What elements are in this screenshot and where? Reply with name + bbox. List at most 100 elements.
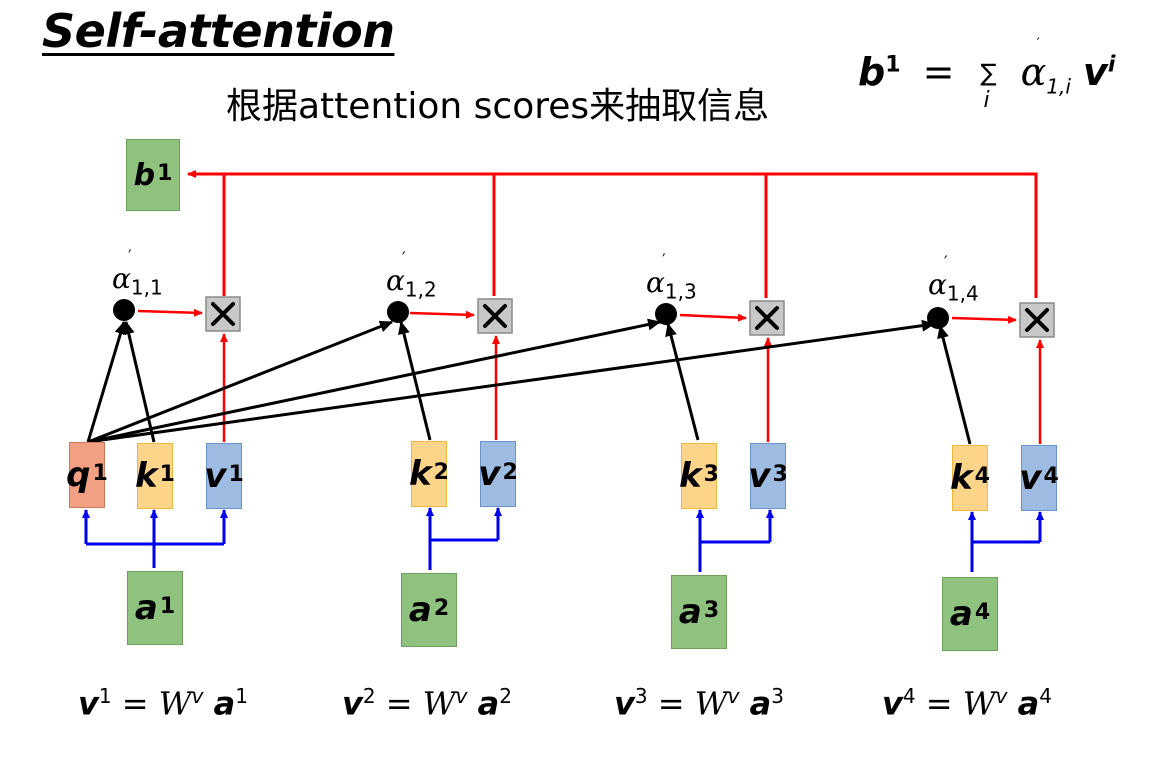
eq3-W: W xyxy=(694,684,728,723)
key-k3-label: k xyxy=(679,456,702,496)
eq4-a-sup: 4 xyxy=(1039,684,1052,708)
eq2-W: W xyxy=(422,684,456,723)
value-v2-label: v xyxy=(478,454,501,494)
alpha-1-4-label: α′1,4 xyxy=(928,252,979,306)
eq1-W: W xyxy=(158,684,192,723)
alpha-1-3-label: α′ 1,3 xyxy=(646,250,697,304)
input-a1-sup: 1 xyxy=(159,593,176,619)
key-k1-sup: 1 xyxy=(159,461,175,487)
eq3-equals: = xyxy=(657,684,685,723)
alpha-1-3-prime: ′ xyxy=(662,250,666,269)
score-arrows xyxy=(86,318,972,445)
alpha-1-2-prime: ′ xyxy=(402,248,406,267)
eq3-a-sup: 3 xyxy=(771,684,784,708)
eq2-W-sup: v xyxy=(455,684,468,708)
equation-v3: v3 = Wv a3 xyxy=(614,684,784,723)
key-k2-label: k xyxy=(409,454,432,494)
formula-lhs: b xyxy=(858,50,886,94)
sum-lines xyxy=(187,170,1038,298)
formula-lhs-sup: 1 xyxy=(885,52,901,78)
eq1-lhs-sup: 1 xyxy=(98,684,112,708)
alpha-1-2-label: α′ 1,2 xyxy=(386,248,437,302)
output-b1-label: b xyxy=(133,157,156,193)
key-k4-label: k xyxy=(950,458,973,498)
multiply-boxes xyxy=(205,296,1055,338)
score-dot-3 xyxy=(655,303,677,325)
alpha-1-1-symbol: α xyxy=(112,262,131,295)
eq2-a: a xyxy=(477,684,500,723)
input-a4-sup: 4 xyxy=(974,599,991,625)
score-dot-1 xyxy=(113,299,135,321)
query-q1-sup: 1 xyxy=(92,460,108,486)
value-v2-sup: 2 xyxy=(502,459,518,485)
input-a3-sup: 3 xyxy=(703,597,720,623)
formula-equals: = xyxy=(922,50,955,94)
eq1-equals: = xyxy=(121,684,149,723)
formula-alpha: α xyxy=(1020,50,1047,94)
alpha-1-1-prime: ′ xyxy=(128,246,132,265)
formula-alpha-prime: ′ xyxy=(1036,36,1040,52)
input-a2-label: a xyxy=(408,590,432,630)
eq2-lhs-sup: 2 xyxy=(362,684,376,708)
equation-v2: v2 = Wv a2 xyxy=(342,684,512,723)
eq1-a: a xyxy=(213,684,236,723)
key-k2-sup: 2 xyxy=(433,459,449,485)
alpha-1-2-symbol: α xyxy=(386,264,405,297)
equation-v4: v4 = Wv a4 xyxy=(882,684,1052,723)
input-a4-label: a xyxy=(949,594,973,634)
query-q1-label: q xyxy=(66,455,91,495)
alpha-1-2-sub: 1,2 xyxy=(404,277,437,302)
input-a2-sup: 2 xyxy=(433,595,450,621)
output-b1-sup: 1 xyxy=(157,160,173,186)
key-k3-sup: 3 xyxy=(703,461,719,487)
alpha-1-4-sub: 1,4 xyxy=(946,281,979,306)
slide-title: Self-attention xyxy=(42,4,395,58)
eq1-lhs: v xyxy=(78,684,99,723)
eq2-a-sup: 2 xyxy=(499,684,512,708)
eq4-lhs-sup: 4 xyxy=(902,684,916,708)
key-k4-sup: 4 xyxy=(974,463,990,489)
input-arrows xyxy=(82,507,1044,572)
score-dots xyxy=(113,299,949,329)
alpha-1-1-sub: 1,1 xyxy=(130,275,163,300)
eq4-W: W xyxy=(962,684,996,723)
eq2-lhs: v xyxy=(342,684,363,723)
output-formula: b1 = ∑ i α′1,i vi xyxy=(858,36,1116,113)
formula-v: v xyxy=(1083,50,1108,94)
input-a1-label: a xyxy=(134,588,158,628)
eq3-a: a xyxy=(749,684,772,723)
caption-text: 根据attention scores来抽取信息 xyxy=(226,86,770,127)
alpha-1-3-symbol: α xyxy=(646,266,665,299)
eq4-W-sup: v xyxy=(995,684,1008,708)
eq1-a-sup: 1 xyxy=(235,684,248,708)
formula-sum: ∑ xyxy=(980,59,997,87)
alpha-1-1-label: α′ 1,1 xyxy=(112,246,163,300)
value-v4-sup: 4 xyxy=(1043,463,1059,489)
eq2-equals: = xyxy=(385,684,413,723)
value-v1-sup: 1 xyxy=(228,461,244,487)
eq1-W-sup: v xyxy=(191,684,204,708)
input-a3-label: a xyxy=(678,592,702,632)
alpha-1-3-sub: 1,3 xyxy=(664,279,697,304)
value-v1-label: v xyxy=(204,456,227,496)
alpha-1-4-prime: ′ xyxy=(944,252,948,271)
value-v3-sup: 3 xyxy=(772,461,788,487)
score-dot-2 xyxy=(387,301,409,323)
key-k1-label: k xyxy=(135,456,158,496)
formula-sum-sub: i xyxy=(983,88,990,113)
formula-v-sup: i xyxy=(1107,52,1116,78)
